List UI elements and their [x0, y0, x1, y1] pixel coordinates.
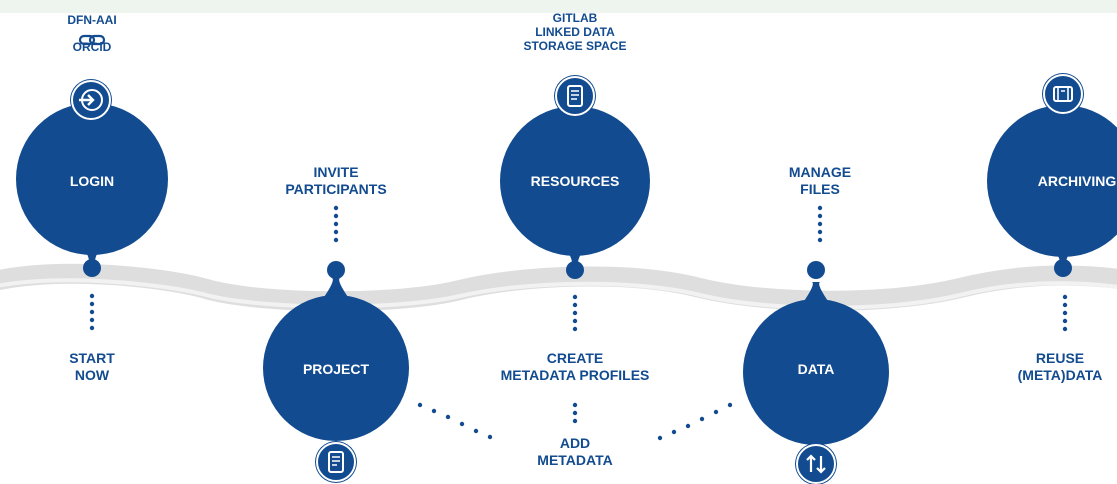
manage-dots [817, 205, 823, 243]
process-diagram [0, 34, 1117, 445]
wave-band [0, 263, 1117, 312]
project-label: PROJECT [302, 361, 370, 377]
create-metadata-label: CREATE METADATA PROFILES [501, 350, 650, 384]
linked-data-text: LINKED DATA [535, 25, 615, 39]
create-dots [572, 294, 578, 332]
add-metadata-connector-right [657, 402, 733, 441]
reuse-metadata-label: REUSE (META)DATA [1018, 350, 1103, 384]
start-now-label: START NOW [69, 350, 115, 384]
files-text: FILES [800, 181, 840, 197]
participants-text: PARTICIPANTS [285, 181, 387, 197]
invite-participants-label: INVITE PARTICIPANTS [285, 164, 386, 198]
document-icon [316, 442, 356, 482]
invite-dots [333, 205, 339, 243]
data-label: DATA [797, 361, 835, 377]
orcid-text: ORCiD [72, 40, 112, 54]
metadata-profiles-text: METADATA PROFILES [500, 367, 650, 383]
create-text: CREATE [546, 350, 604, 366]
storage-icon [555, 76, 595, 116]
resources-label: RESOURCES [530, 173, 620, 189]
add-dots [572, 402, 578, 424]
reuse-dots [1062, 294, 1068, 332]
invite-text: INVITE [313, 164, 359, 180]
resources-node [500, 106, 650, 279]
storage-space-text: STORAGE SPACE [523, 39, 627, 53]
now-text: NOW [74, 367, 110, 383]
add-text: ADD [559, 435, 591, 451]
start-text: START [69, 350, 115, 366]
login-auth-label: DFN-AAI ORCiD [67, 13, 116, 54]
project-node [263, 261, 409, 441]
manage-text: MANAGE [788, 164, 852, 180]
resources-top-label: GITLAB LINKED DATA STORAGE SPACE [524, 11, 627, 53]
data-node [743, 261, 889, 445]
metadata-text: METADATA [537, 452, 613, 468]
top-band [0, 0, 1117, 13]
upload-download-icon [796, 444, 836, 484]
login-label: LOGIN [69, 173, 115, 189]
reuse-text: REUSE [1035, 350, 1085, 366]
add-metadata-connector-left [417, 402, 493, 440]
login-dots [89, 293, 95, 331]
login-arrow-icon [71, 80, 111, 120]
dfn-aai-text: DFN-AAI [67, 13, 117, 27]
archiving-label: ARCHIVING [1037, 173, 1117, 189]
login-node [16, 103, 168, 277]
archiving-node [987, 105, 1117, 277]
archive-box-icon [1043, 74, 1083, 114]
meta-data-text: (META)DATA [1017, 367, 1103, 383]
gitlab-text: GITLAB [552, 11, 598, 25]
link-icon [78, 34, 106, 46]
add-metadata-label: ADD METADATA [537, 435, 612, 469]
manage-files-label: MANAGE FILES [789, 164, 851, 198]
